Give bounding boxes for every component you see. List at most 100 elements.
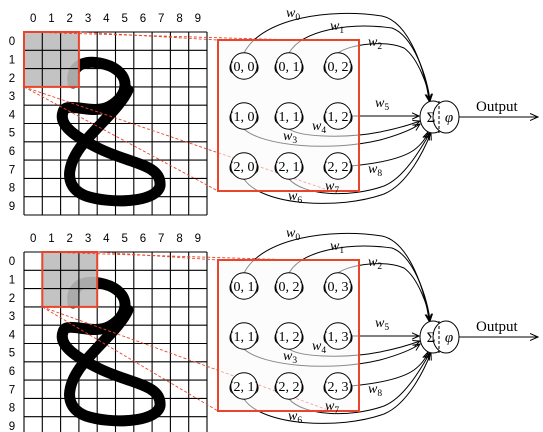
weight-label: w6	[288, 409, 302, 426]
weight-label: w6	[288, 189, 302, 206]
window-outline	[41, 251, 99, 308]
input-node: (1, 1)	[274, 102, 305, 130]
digit-eight-stroke	[56, 56, 166, 207]
node-label: (0, 2)	[274, 280, 305, 295]
weight-label: w2	[368, 35, 382, 52]
row-index: 5	[9, 348, 15, 360]
column-index: 6	[140, 13, 146, 25]
weight-label: w4	[312, 339, 326, 356]
node-label: (1, 1)	[274, 110, 305, 125]
row-index: 3	[9, 311, 15, 323]
row-index: 2	[9, 293, 15, 305]
input-node: (0, 3)	[323, 272, 353, 300]
weight-label: w8	[368, 382, 382, 399]
weight-label: w1	[330, 19, 344, 36]
row-index: 5	[9, 128, 15, 140]
input-node: (2, 3)	[323, 372, 354, 400]
weight-label: w3	[283, 349, 297, 366]
column-index: 2	[67, 13, 73, 25]
column-index: 9	[195, 233, 201, 245]
row-index: 1	[9, 54, 15, 66]
column-index: 3	[85, 233, 91, 245]
node-label: (1, 2)	[274, 330, 305, 345]
input-node: (0, 0)	[229, 52, 259, 80]
input-node: (2, 2)	[323, 152, 354, 180]
column-index: 3	[85, 13, 91, 25]
column-index: 6	[140, 233, 146, 245]
column-index: 5	[121, 13, 127, 25]
node-label: (1, 0)	[229, 110, 260, 125]
connection-arrow	[243, 353, 431, 424]
input-node: (1, 2)	[274, 322, 305, 350]
weight-label: w8	[368, 162, 382, 179]
row-index: 0	[9, 36, 15, 48]
window-outline	[23, 31, 80, 88]
projection-lines	[23, 31, 331, 192]
weight-label: w4	[312, 119, 326, 136]
row-index: 6	[9, 366, 15, 378]
row-index: 4	[9, 109, 16, 121]
node-label: (0, 2)	[323, 60, 354, 75]
node-label: (1, 2)	[323, 110, 354, 125]
connection-arrow	[350, 132, 428, 167]
column-index: 4	[103, 13, 110, 25]
weight-label: w7	[325, 399, 339, 416]
column-index: 0	[30, 233, 36, 245]
node-label: (2, 3)	[323, 380, 354, 395]
weight-label: w7	[325, 179, 339, 196]
weight-label: w0	[286, 6, 300, 23]
input-node: (1, 0)	[229, 102, 260, 130]
weight-label: w3	[283, 129, 297, 146]
node-label: (2, 1)	[229, 380, 260, 395]
row-index: 0	[9, 256, 15, 268]
input-node: (2, 1)	[274, 152, 305, 180]
node-label: (2, 0)	[229, 160, 260, 175]
input-node: (0, 2)	[323, 52, 354, 80]
node-label: (1, 1)	[229, 330, 260, 345]
row-index: 6	[9, 146, 15, 158]
output-label: Output	[476, 99, 519, 115]
row-index: 1	[9, 274, 15, 286]
input-node: (1, 3)	[323, 322, 354, 350]
node-label: (0, 1)	[229, 280, 260, 295]
input-node: (1, 1)	[229, 322, 260, 350]
weight-label: w0	[286, 226, 300, 243]
node-label: (1, 3)	[323, 330, 354, 345]
column-index: 2	[67, 233, 73, 245]
node-label: (0, 1)	[274, 60, 305, 75]
input-node: (0, 1)	[274, 52, 305, 80]
column-index: 4	[103, 233, 110, 245]
row-index: 4	[9, 329, 16, 341]
sum-symbol: Σ	[427, 330, 436, 346]
weight-label: w2	[368, 255, 382, 272]
sum-symbol: Σ	[427, 110, 436, 126]
column-index: 5	[121, 233, 127, 245]
column-index: 7	[158, 13, 164, 25]
output-label: Output	[476, 319, 519, 335]
input-node: (0, 2)	[274, 272, 305, 300]
input-node: (2, 2)	[274, 372, 305, 400]
node-label: (2, 2)	[274, 380, 305, 395]
node-label: (2, 1)	[274, 160, 305, 175]
receptive-window	[42, 252, 98, 307]
column-index: 9	[195, 13, 201, 25]
connection-arrow	[243, 133, 431, 204]
node-label: (2, 2)	[323, 160, 354, 175]
weight-label: w5	[375, 316, 389, 333]
input-node: (2, 0)	[229, 152, 260, 180]
receptive-window	[24, 32, 79, 87]
connection-arrow	[350, 352, 428, 387]
row-index: 9	[9, 201, 15, 213]
weight-label: w1	[330, 239, 344, 256]
activation-symbol: φ	[445, 110, 453, 126]
row-index: 2	[9, 73, 15, 85]
row-index: 9	[9, 421, 15, 432]
input-node: (0, 1)	[229, 272, 260, 300]
input-node: (1, 2)	[323, 102, 354, 130]
row-index: 7	[9, 164, 15, 176]
connection-arrow	[288, 245, 430, 321]
